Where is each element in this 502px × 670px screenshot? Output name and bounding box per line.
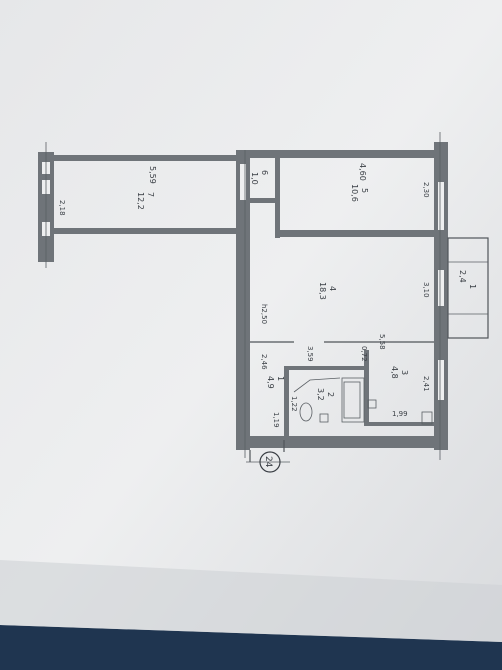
room-4-area: 18,3 [318, 282, 327, 300]
balcony-area: 2,4 [458, 270, 467, 283]
room-6-number: 6 [260, 170, 269, 175]
room-6-area: 1,0 [250, 172, 259, 185]
room-2-extra: 0,72 [360, 346, 368, 362]
room-5-width: 4,60 [358, 163, 367, 181]
apartment-number-badge: 24 [259, 451, 281, 473]
room-5-depth: 2,30 [422, 182, 430, 198]
room-2-area: 3,2 [316, 388, 325, 401]
paper-sheet [0, 0, 502, 642]
paper-shadow [0, 560, 502, 642]
room-1-area: 4,9 [266, 376, 275, 389]
balcony-number: 1 [468, 284, 477, 289]
apartment-number: 24 [263, 456, 273, 468]
room-5-area: 10,6 [350, 184, 359, 202]
room-4-width: 5,58 [378, 334, 386, 350]
room-4-number: 4 [328, 286, 337, 291]
room-4-depth: 3,10 [422, 282, 430, 298]
room-7-number: 7 [146, 192, 155, 197]
room-7-width: 5,59 [148, 166, 157, 184]
room-1-depth: 2,46 [260, 354, 268, 370]
room-2-width: 3,59 [306, 346, 314, 362]
room-3-number: 3 [400, 370, 409, 375]
room-2-side: 1,22 [290, 396, 298, 412]
room-3-width: 1,99 [392, 410, 408, 418]
room-7 [38, 142, 238, 268]
corridor-width: 1,19 [272, 412, 280, 428]
room-5-number: 5 [360, 188, 369, 193]
apartment-walls [236, 132, 489, 463]
room-3-area: 4,8 [390, 366, 399, 379]
room-3-depth: 2,41 [422, 376, 430, 392]
room-7-area: 12,2 [136, 192, 145, 210]
room-labels: 5,59 7 12,2 2,18 6 1,0 4,60 5 10,6 2,30 … [58, 163, 477, 428]
room-2-number: 2 [326, 392, 335, 397]
room-4-height: h2,50 [260, 304, 268, 324]
room-1-number: 1 [276, 376, 285, 381]
room-7-depth: 2,18 [58, 200, 66, 216]
